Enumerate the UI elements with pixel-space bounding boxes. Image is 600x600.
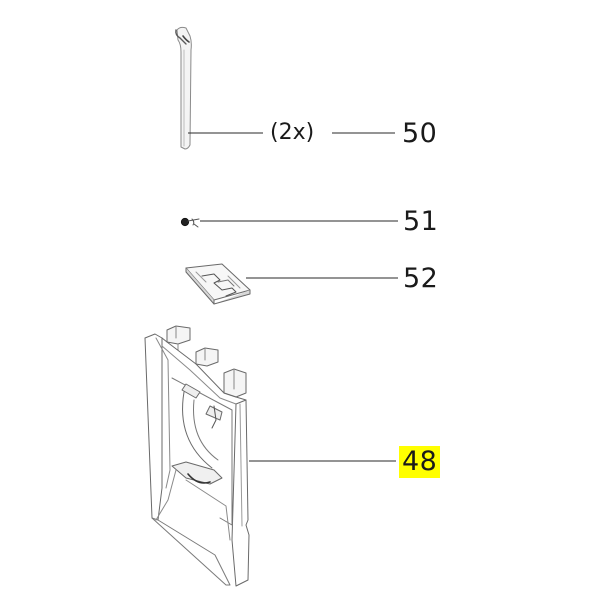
part-50-quantity: (2x)	[270, 120, 315, 145]
part-51-number: 51	[403, 206, 439, 237]
part-48-number: 48	[399, 446, 441, 478]
part-52-number: 52	[403, 263, 439, 294]
part-50-number: 50	[402, 118, 438, 149]
part-51-screw-drawing	[180, 217, 200, 228]
part-52-clip-drawing	[185, 263, 251, 305]
part-50-rod-drawing	[175, 26, 192, 150]
part-48-housing-drawing	[144, 325, 250, 587]
